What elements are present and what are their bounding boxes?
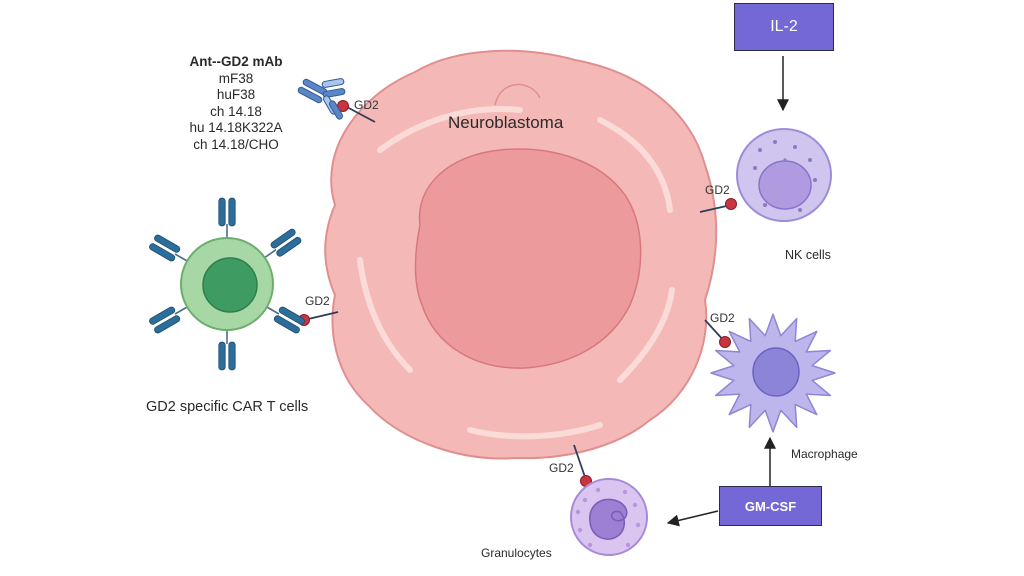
gd2-dot-macrophage xyxy=(719,336,731,348)
mab-item: ch 14.18 xyxy=(210,103,262,119)
gmcsf-box: GM-CSF xyxy=(719,486,822,526)
car-receptor xyxy=(149,234,190,263)
gd2-dot-nk xyxy=(725,198,737,210)
nk-label: NK cells xyxy=(785,248,831,262)
macrophage-label: Macrophage xyxy=(791,447,858,461)
nk-nucleus xyxy=(758,160,812,210)
granulocyte-cell xyxy=(570,478,648,556)
car-receptor xyxy=(218,328,236,371)
gd2-link-granulocyte xyxy=(573,444,587,481)
gd2-link-mab xyxy=(344,105,376,123)
nk-granules xyxy=(753,140,817,212)
anti-gd2-mab-list: Ant--GD2 mAb mF38 huF38 ch 14.18 hu 14.1… xyxy=(174,54,298,153)
tumor-texture xyxy=(357,106,675,440)
mab-item: hu 14.18K322A xyxy=(189,120,283,135)
car-receptor xyxy=(264,305,305,334)
gd2-label-mab: GD2 xyxy=(354,98,379,112)
car-receptor xyxy=(262,228,302,260)
tumor-bump xyxy=(494,83,541,106)
arrow-gmcsf-to-granulocyte xyxy=(666,510,719,527)
tumor-label: Neuroblastoma xyxy=(448,113,564,132)
car-t-label: GD2 specific CAR T cells xyxy=(146,399,309,415)
mab-item: mF38 xyxy=(218,70,254,86)
granulocyte-granules xyxy=(575,487,641,548)
gd2-label-nk: GD2 xyxy=(705,183,730,197)
car-receptor xyxy=(218,197,236,240)
car-t-nucleus xyxy=(202,257,258,313)
nk-cell xyxy=(736,128,832,222)
car-receptors xyxy=(149,197,305,371)
arrows xyxy=(666,56,789,527)
macrophage-nucleus xyxy=(752,347,800,397)
car-receptor xyxy=(149,305,190,334)
granulocyte-label: Granulocytes xyxy=(481,546,552,560)
gd2-label-granulocyte: GD2 xyxy=(549,461,574,475)
antibody-icon xyxy=(297,78,346,120)
neuroblastoma-cell xyxy=(324,49,718,460)
granulocyte-nucleus xyxy=(589,498,628,540)
gd2-label-macrophage: GD2 xyxy=(710,311,735,325)
car-t-cell xyxy=(149,197,305,371)
mab-title: Ant--GD2 mAb xyxy=(189,54,283,69)
macrophage-cell xyxy=(710,313,836,433)
tumor-nucleus xyxy=(414,148,642,369)
mab-item: huF38 xyxy=(216,87,256,102)
il2-box: IL-2 xyxy=(734,3,834,51)
mab-item: ch 14.18/CHO xyxy=(193,136,279,152)
gd2-label-cart: GD2 xyxy=(305,294,330,308)
